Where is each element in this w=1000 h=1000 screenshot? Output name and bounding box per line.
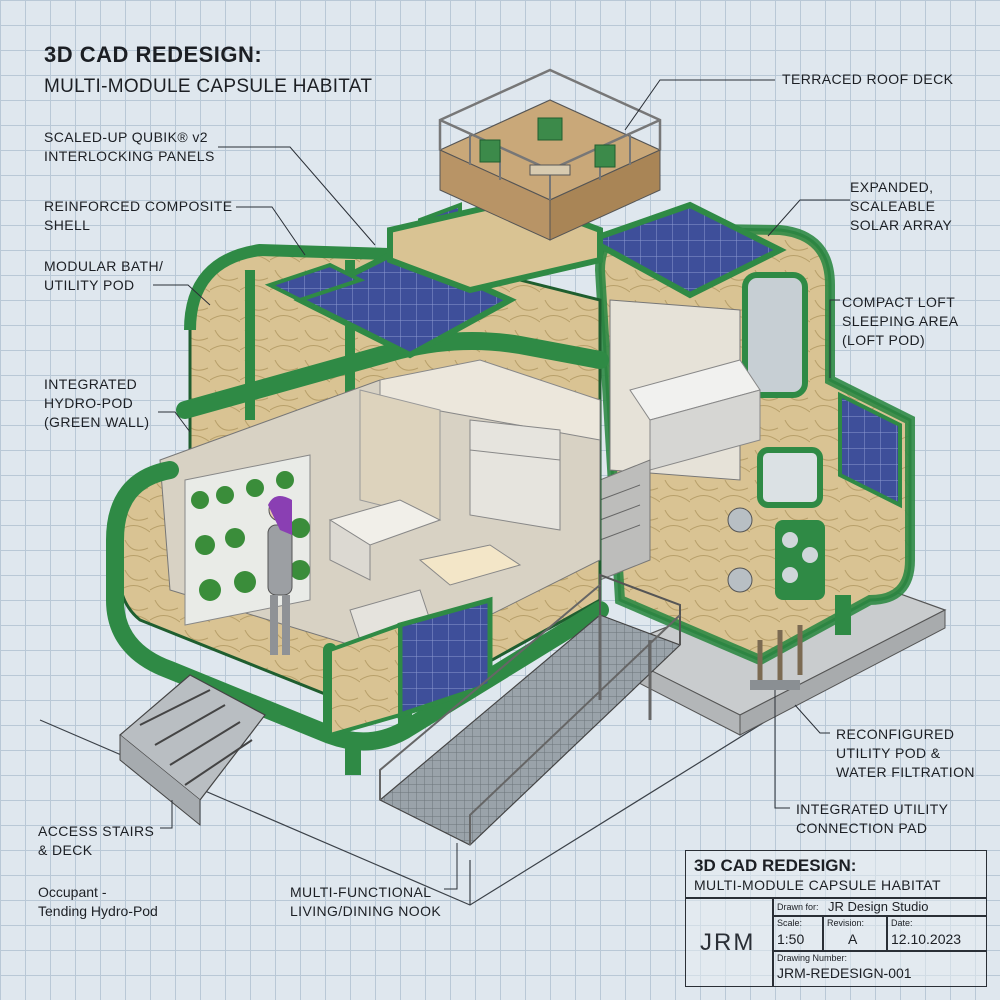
revision-label: Revision: (827, 918, 865, 928)
title-block: 3D CAD REDESIGN: MULTI-MODULE CAPSULE HA… (685, 850, 987, 987)
drawing-subtitle: MULTI-MODULE CAPSULE HABITAT (44, 76, 373, 97)
drawing-title: 3D CAD REDESIGN: (44, 42, 263, 67)
callout-access-stairs: ACCESS STAIRS& DECK (38, 823, 155, 858)
drawn-for-label: Drawn for: (777, 902, 819, 912)
roof-deck (387, 68, 662, 294)
utility-piping (750, 625, 803, 690)
callout-bath-pod: MODULAR BATH/UTILITY POD (44, 258, 164, 293)
title-block-title: 3D CAD REDESIGN: (694, 856, 857, 875)
scale-label: Scale: (777, 918, 803, 928)
scale-value: 1:50 (777, 931, 805, 947)
title-block-subtitle: MULTI-MODULE CAPSULE HABITAT (694, 877, 941, 893)
front-shell-panel (328, 622, 402, 738)
title-block-divider (686, 897, 986, 899)
revision-value: A (848, 931, 858, 947)
title-block-divider (772, 897, 774, 986)
interior-cutaway (159, 359, 601, 661)
access-stairs (119, 674, 266, 827)
support-leg (345, 735, 361, 775)
leader-lines (153, 79, 850, 890)
drawing-number-label: Drawing Number: (777, 953, 848, 963)
support-leg (835, 595, 851, 635)
title-block-divider (772, 950, 986, 952)
drawn-for-value: JR Design Studio (828, 899, 929, 914)
title-block-divider (772, 915, 986, 917)
loft-interior (599, 299, 761, 581)
callout-roof-deck: TERRACED ROOF DECK (782, 71, 954, 87)
date-value: 12.10.2023 (891, 931, 962, 947)
drawing-number-value: JRM-REDESIGN-001 (777, 965, 912, 981)
title-block-divider (822, 915, 824, 950)
date-label: Date: (891, 918, 913, 928)
callout-occupant: Occupant -Tending Hydro-Pod (38, 884, 158, 919)
title-block-divider (886, 915, 888, 950)
access-ramp (378, 573, 682, 846)
jrm-logo: JRM (700, 929, 756, 956)
